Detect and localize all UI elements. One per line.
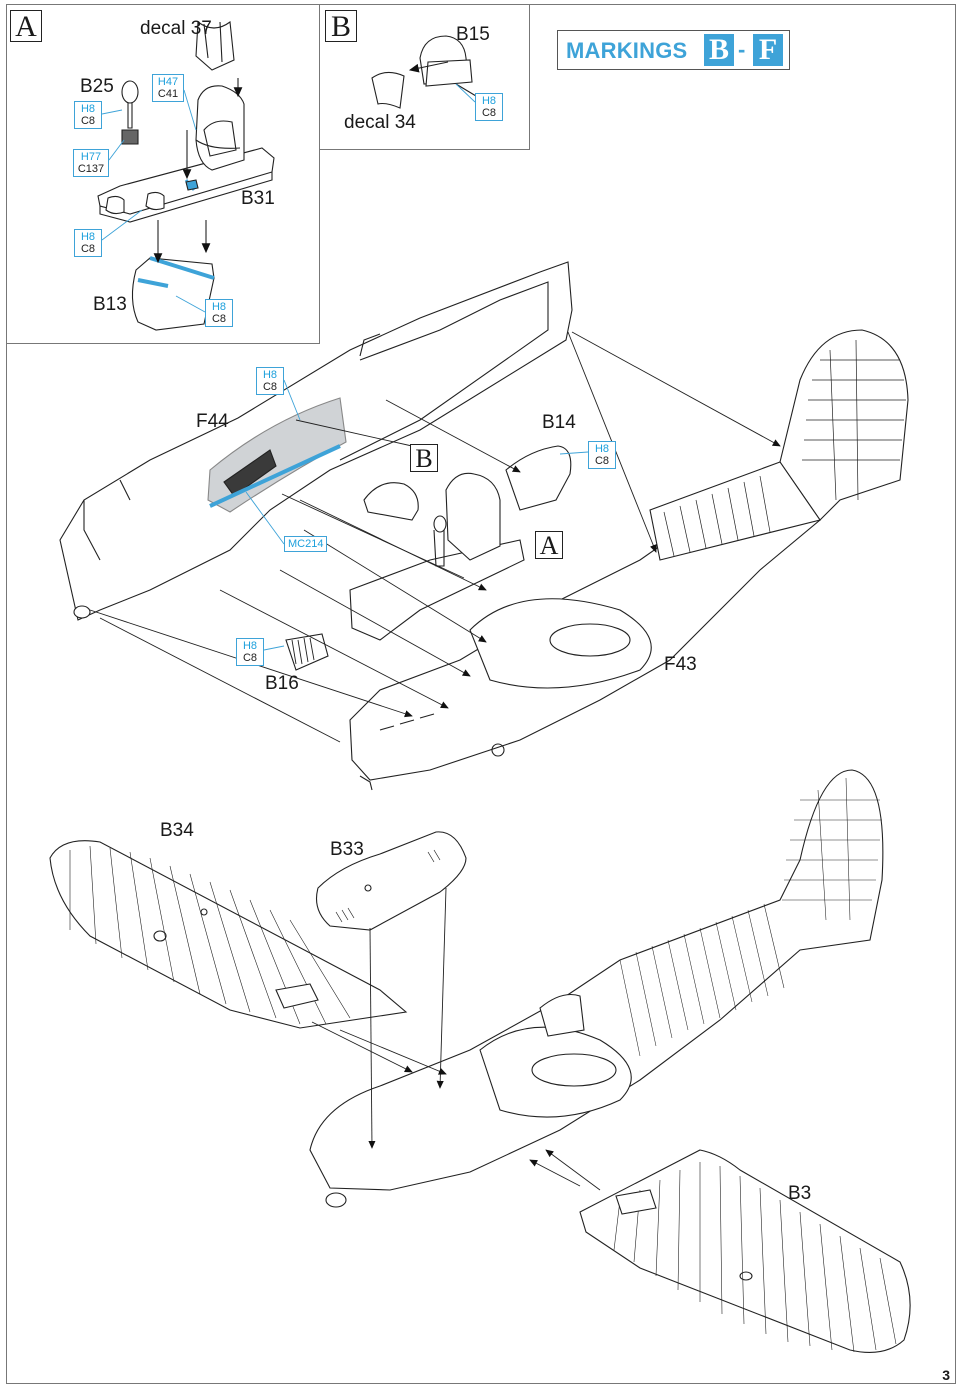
markings-separator: -	[738, 37, 746, 62]
fuselage-assembled-icon	[309, 769, 884, 1208]
label-b14: B14	[542, 412, 576, 433]
markings-badge: MARKINGS B - F	[557, 30, 790, 70]
label-b25: B25	[80, 76, 114, 97]
label-f43: F43	[664, 654, 697, 675]
markings-label: MARKINGS	[566, 38, 688, 63]
label-b33: B33	[330, 839, 364, 860]
step-a-badge: A	[10, 10, 42, 43]
step-b-headrest-icon	[371, 35, 477, 109]
ref-step-a: A	[535, 531, 563, 560]
label-decal-37: decal 37	[140, 18, 212, 39]
cowl-panel-icon	[315, 831, 467, 931]
wing-right-icon	[579, 1149, 911, 1353]
label-b31: B31	[241, 188, 275, 209]
ref-step-b: B	[410, 444, 438, 473]
paint-callout-mc214: MC214	[284, 536, 328, 552]
wing-left-icon	[49, 840, 408, 1029]
label-b34: B34	[160, 820, 194, 841]
label-f44: F44	[196, 411, 229, 432]
step-b-badge: B	[325, 10, 357, 43]
markings-to-letter: F	[753, 34, 783, 66]
label-b3: B3	[788, 1183, 812, 1204]
step-a-installed-icon	[285, 445, 572, 671]
label-b15: B15	[456, 24, 490, 45]
fuselage-upper-icon	[59, 261, 909, 791]
label-b13: B13	[93, 294, 127, 315]
arrow-icon	[311, 887, 601, 1191]
label-b16: B16	[265, 673, 299, 694]
label-decal-34: decal 34	[344, 112, 416, 133]
page-number: 3	[942, 1367, 950, 1383]
step-a-seat-icon	[97, 20, 275, 331]
markings-from-letter: B	[704, 34, 734, 66]
